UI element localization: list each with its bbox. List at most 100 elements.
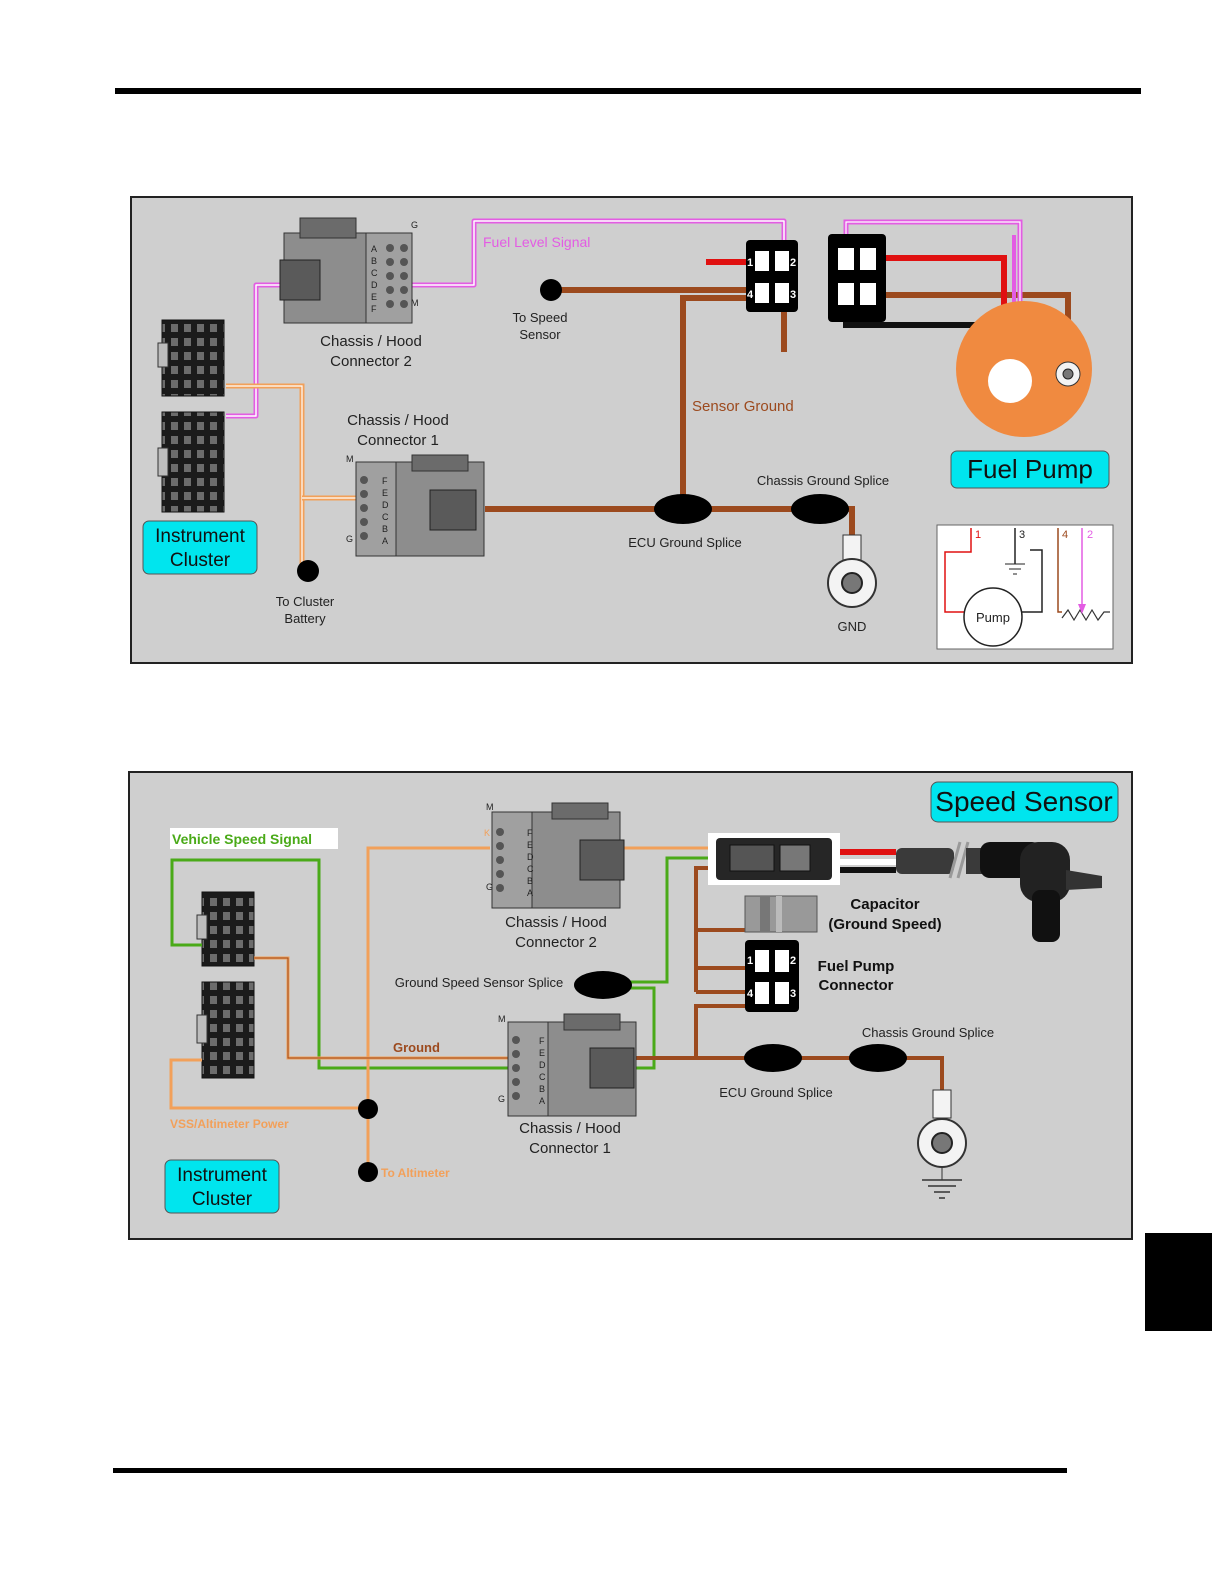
connector-2-label: Connector 2 — [330, 353, 412, 370]
to-speed-sensor-label: To Speed — [513, 310, 568, 325]
connector-1b-label: Connector 1 — [529, 1140, 611, 1157]
connector-2b-label: Chassis / Hood — [505, 914, 607, 931]
pin-number: 2 — [790, 257, 796, 269]
fuel-pump-connector-label: Fuel Pump — [818, 958, 895, 975]
pin-letter: E — [539, 1048, 545, 1058]
to-cluster-battery-label: Battery — [284, 611, 326, 626]
bottom-rule — [113, 1468, 1067, 1473]
chassis-ground-splice-label: Chassis Ground Splice — [757, 473, 889, 488]
ground-speed-sensor-splice — [574, 971, 632, 999]
pump-symbol-label: Pump — [976, 610, 1010, 625]
capacitor-label: (Ground Speed) — [828, 916, 941, 933]
pin-letter: A — [527, 888, 533, 898]
capacitor — [744, 895, 818, 933]
pin-letter: B — [539, 1084, 545, 1094]
fuel-pump-body — [956, 301, 1092, 437]
instrument-cluster-label: Instrument — [155, 526, 245, 547]
cluster-connector-upper — [157, 319, 225, 397]
pin-letter: D — [539, 1060, 546, 1070]
pin-number: 2 — [790, 955, 796, 967]
to-speed-sensor-label: Sensor — [519, 327, 561, 342]
speed-sensor-diagram: F E D C B A M G K Chassis / Hood Connect… — [128, 771, 1133, 1240]
speed-sensor-title: Speed Sensor — [935, 786, 1112, 817]
ground-lug-2 — [917, 1089, 967, 1199]
chassis-hood-connector-1b: F E D C B A M G — [498, 1013, 637, 1117]
capacitor-label: Capacitor — [850, 896, 919, 913]
ecu-ground-splice-2 — [744, 1044, 802, 1072]
to-altimeter-label: To Altimeter — [381, 1166, 450, 1180]
pin-letter: B — [371, 256, 377, 266]
pin-letter: G — [346, 534, 353, 544]
fuel-pump-diagram: A B C D E F G M Chassis / Hood Connector… — [130, 196, 1133, 664]
pin-number: 3 — [790, 988, 796, 1000]
pin-number: 1 — [747, 955, 753, 967]
schematic-pin: 1 — [975, 529, 981, 541]
instrument-cluster-badge-2 — [164, 1159, 280, 1214]
fuel-pump-connector-2: 1 2 4 3 — [745, 940, 799, 1012]
pin-letter: M — [411, 298, 419, 308]
cluster-connector-lower — [157, 411, 225, 513]
connector-2b-label: Connector 2 — [515, 934, 597, 951]
pin-number: 4 — [747, 289, 754, 301]
ground-speed-sensor-splice-label: Ground Speed Sensor Splice — [395, 975, 563, 990]
pin-letter: G — [486, 882, 493, 892]
fuel-pump-harness-connector: 1 2 4 3 — [746, 240, 798, 312]
pin-letter: C — [527, 864, 534, 874]
chassis-ground-splice-label-2: Chassis Ground Splice — [862, 1025, 994, 1040]
pin-number: 3 — [790, 289, 796, 301]
connector-1-label: Connector 1 — [357, 432, 439, 449]
fuel-pump-badge — [950, 450, 1110, 489]
chassis-hood-connector-2: A B C D E F G M — [279, 217, 419, 324]
pin-letter: A — [371, 244, 377, 254]
pin-number: 1 — [747, 257, 753, 269]
schematic-pin: 4 — [1062, 529, 1068, 541]
to-altimeter-dot — [358, 1162, 378, 1182]
vss-power-wires — [169, 846, 712, 1170]
pin-letter: D — [382, 500, 389, 510]
pin-letter: C — [539, 1072, 546, 1082]
ecu-ground-splice-label-2: ECU Ground Splice — [719, 1085, 832, 1100]
speed-sensor-connector — [708, 833, 990, 885]
pin-letter: B — [527, 876, 533, 886]
pin-letter: G — [498, 1094, 505, 1104]
pin-letter: M — [486, 802, 494, 812]
fuel-pump-title: Fuel Pump — [967, 454, 1093, 484]
to-cluster-battery-dot — [297, 560, 319, 582]
chassis-ground-splice — [791, 494, 849, 524]
pin-letter: C — [382, 512, 389, 522]
pin-letter: F — [382, 476, 388, 486]
pin-letter: D — [527, 852, 534, 862]
cluster-connector-lower-2 — [196, 981, 255, 1079]
pin-letter: E — [371, 292, 377, 302]
speed-sensor-badge — [930, 781, 1119, 823]
pin-letter: M — [498, 1014, 506, 1024]
ecu-ground-splice — [654, 494, 712, 524]
pin-letter: E — [527, 840, 533, 850]
instrument-cluster-badge — [142, 520, 258, 575]
chassis-hood-connector-2b: F E D C B A M G K — [484, 802, 625, 909]
instrument-cluster-label: Cluster — [170, 550, 231, 571]
chassis-hood-connector-1: F E D C B A M G — [346, 454, 485, 557]
schematic-pin: 3 — [1019, 529, 1025, 541]
pin-number: 4 — [747, 988, 754, 1000]
pin-letter: A — [382, 536, 388, 546]
pin-letter: D — [371, 280, 378, 290]
pin-letter: K — [484, 828, 490, 838]
gnd-label: GND — [838, 619, 867, 634]
chassis-ground-splice-2 — [849, 1044, 907, 1072]
instrument-cluster-label-2: Instrument — [177, 1165, 267, 1186]
pin-letter: M — [346, 454, 354, 464]
pin-letter: A — [539, 1096, 545, 1106]
section-tab — [1145, 1233, 1212, 1331]
pin-letter: G — [411, 220, 418, 230]
ecu-ground-splice-label: ECU Ground Splice — [628, 535, 741, 550]
ground-wires-2 — [636, 866, 944, 1090]
pin-letter: E — [382, 488, 388, 498]
to-speed-sensor-dot — [540, 279, 562, 301]
pin-letter: F — [539, 1036, 545, 1046]
top-rule — [115, 88, 1141, 94]
gnd-lug — [827, 534, 877, 608]
connector-2-label: Chassis / Hood — [320, 333, 422, 350]
speed-sensor-body — [980, 842, 1102, 942]
instrument-cluster-label-2: Cluster — [192, 1189, 253, 1210]
